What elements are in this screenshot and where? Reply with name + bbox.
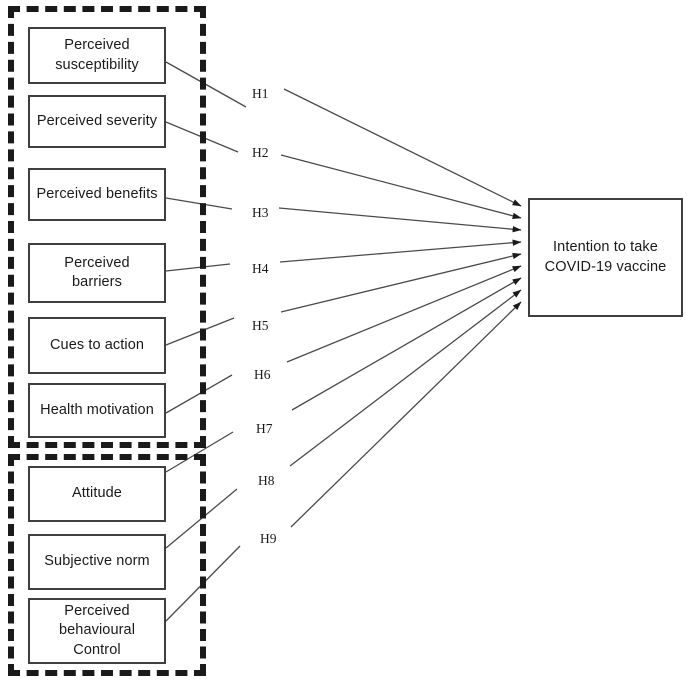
predictor-node-perceived-benefits[interactable]: Perceived benefits bbox=[28, 168, 166, 221]
hypothesis-label-h3: H3 bbox=[252, 205, 269, 220]
connector-h1 bbox=[165, 61, 522, 207]
connector-h3-arrow bbox=[278, 207, 522, 233]
hypothesis-label-h9: H9 bbox=[260, 531, 277, 546]
connector-h9 bbox=[165, 301, 522, 622]
connector-h2-arrow bbox=[280, 154, 522, 219]
connector-h9-arrow bbox=[290, 301, 522, 528]
connector-h3 bbox=[165, 197, 522, 233]
connector-h2 bbox=[165, 121, 522, 219]
connector-h5-stub bbox=[165, 317, 235, 346]
connector-h5-arrow bbox=[280, 252, 522, 313]
connector-h6 bbox=[165, 265, 522, 414]
hypothesis-label-h6: H6 bbox=[254, 367, 271, 382]
connector-h1-stub bbox=[165, 61, 247, 108]
predictor-node-health-motivation[interactable]: Health motivation bbox=[28, 383, 166, 438]
connector-h7 bbox=[165, 277, 522, 473]
connector-group bbox=[165, 61, 522, 622]
connector-h4 bbox=[165, 239, 522, 272]
predictor-node-perceived-severity[interactable]: Perceived severity bbox=[28, 95, 166, 148]
connector-h7-arrow bbox=[291, 277, 522, 411]
connector-h8-arrow bbox=[289, 289, 522, 467]
connector-h8-stub bbox=[165, 488, 238, 549]
connector-h6-arrow bbox=[286, 265, 522, 363]
connector-h2-stub bbox=[165, 121, 239, 153]
hypothesis-label-h5: H5 bbox=[252, 318, 269, 333]
connector-h6-stub bbox=[165, 374, 233, 414]
hypothesis-label-h2: H2 bbox=[252, 145, 269, 160]
connector-h1-arrow bbox=[283, 88, 522, 207]
predictor-node-attitude[interactable]: Attitude bbox=[28, 466, 166, 522]
predictor-node-cues-to-action[interactable]: Cues to action bbox=[28, 317, 166, 374]
connector-h3-stub bbox=[165, 197, 233, 210]
hypothesis-label-h1: H1 bbox=[252, 86, 269, 101]
predictor-node-subjective-norm[interactable]: Subjective norm bbox=[28, 534, 166, 590]
connector-h7-stub bbox=[165, 431, 234, 473]
connector-h4-arrow bbox=[279, 239, 522, 263]
hypothesis-label-h7: H7 bbox=[256, 421, 273, 436]
hypothesis-label-h4: H4 bbox=[252, 261, 269, 276]
hypothesis-label-h8: H8 bbox=[258, 473, 275, 488]
connector-h8 bbox=[165, 289, 522, 549]
connector-h9-stub bbox=[165, 545, 241, 622]
connector-h4-stub bbox=[165, 263, 231, 272]
